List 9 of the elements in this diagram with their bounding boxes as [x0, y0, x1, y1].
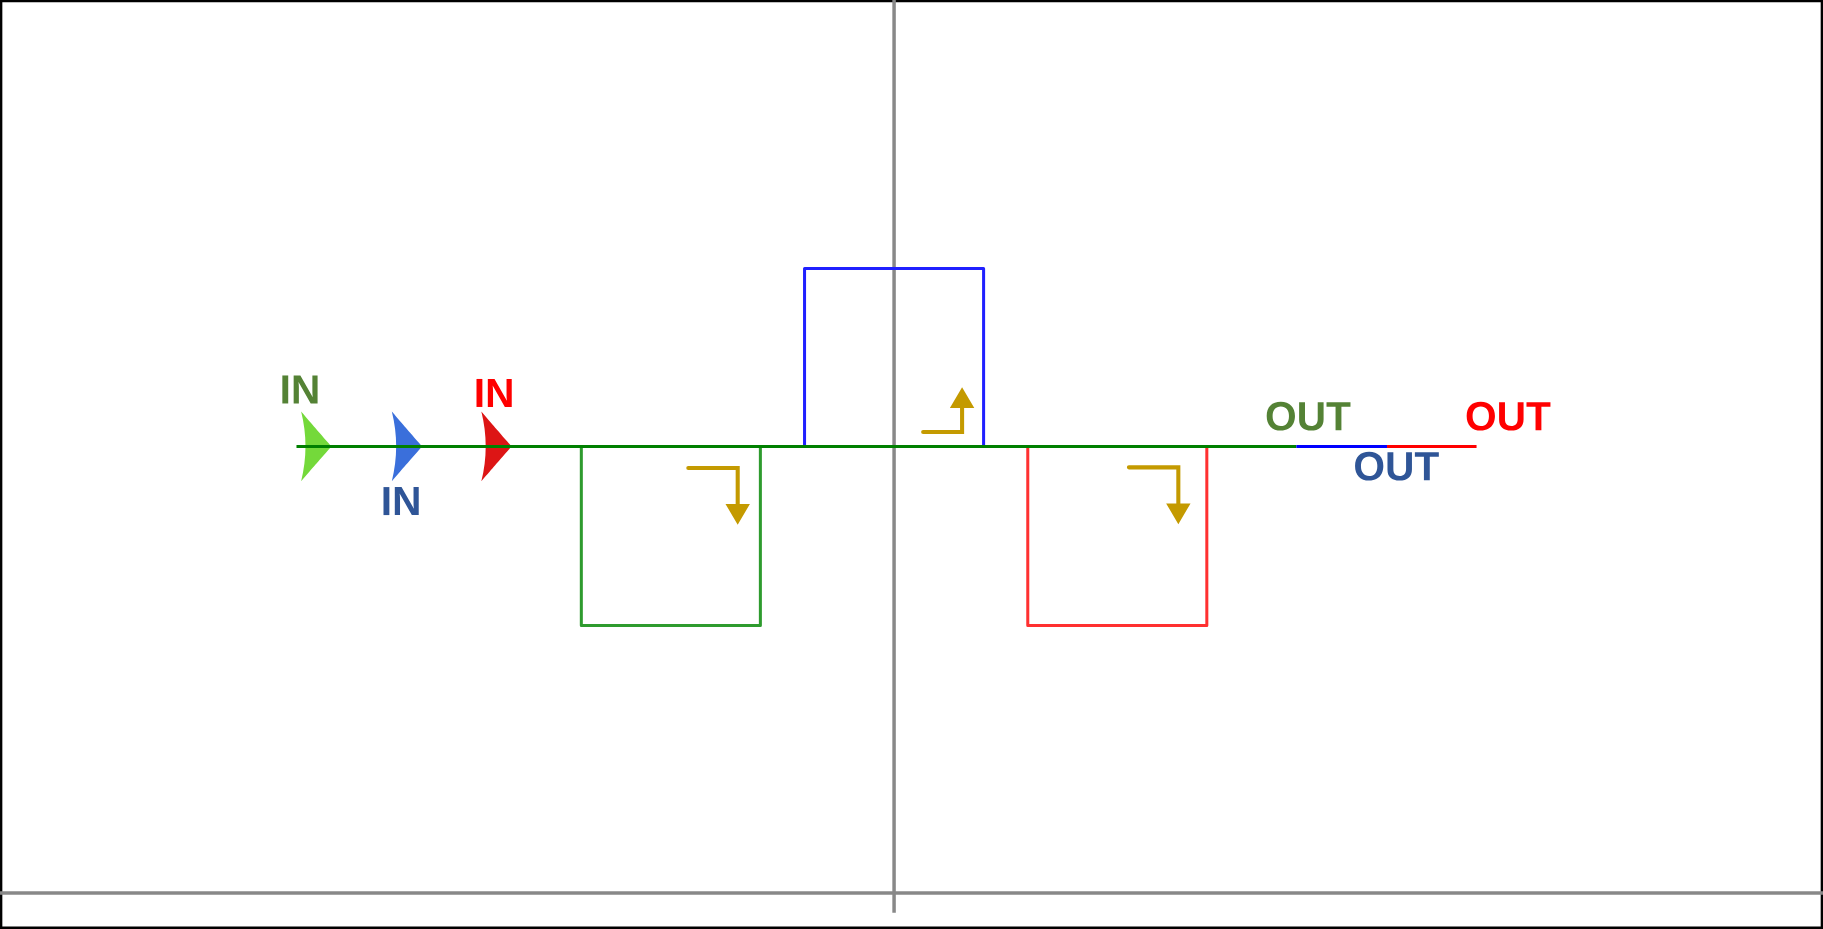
signal-label: IN — [476, 379, 512, 407]
signal-label: OUT — [1355, 451, 1439, 481]
signal-line — [296, 444, 1297, 448]
signal-line — [1296, 444, 1388, 448]
signal-label: OUT — [1466, 401, 1551, 431]
signal-label: OUT — [1266, 401, 1351, 431]
signal-label: IN — [282, 375, 318, 404]
signal-label: IN — [383, 487, 419, 516]
signal-line — [1387, 444, 1477, 448]
